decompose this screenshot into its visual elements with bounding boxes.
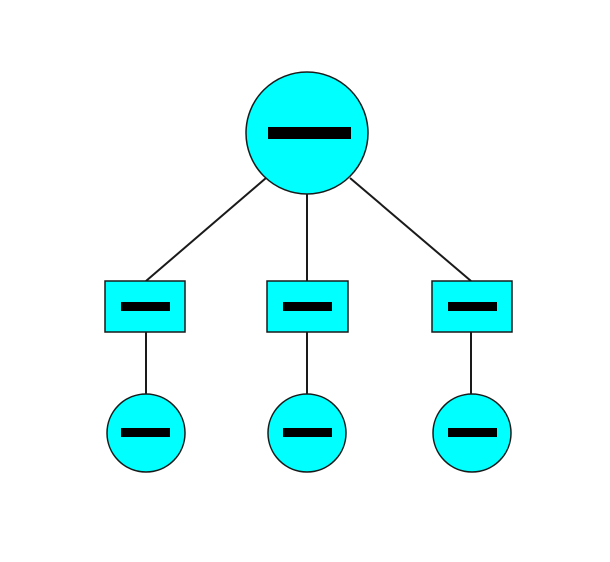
- node-leaf-left: [106, 393, 186, 473]
- minus-bar-icon: [283, 428, 332, 437]
- node-rect-right: [431, 280, 513, 333]
- node-rect-right-box: [431, 280, 513, 333]
- edge-root-rect-right: [349, 177, 472, 282]
- minus-bar-icon: [121, 302, 170, 311]
- minus-bar-icon: [448, 302, 497, 311]
- edges-group: [145, 177, 472, 396]
- node-leaf-right: [432, 393, 512, 473]
- node-rect-middle: [266, 280, 349, 333]
- minus-bar-icon: [268, 127, 351, 139]
- edge-root-rect-left: [145, 177, 267, 282]
- minus-bar-icon: [121, 428, 170, 437]
- node-leaf-middle: [267, 393, 347, 473]
- node-rect-left: [104, 280, 186, 333]
- minus-bar-icon: [448, 428, 497, 437]
- node-root: [245, 71, 369, 195]
- minus-bar-icon: [283, 302, 332, 311]
